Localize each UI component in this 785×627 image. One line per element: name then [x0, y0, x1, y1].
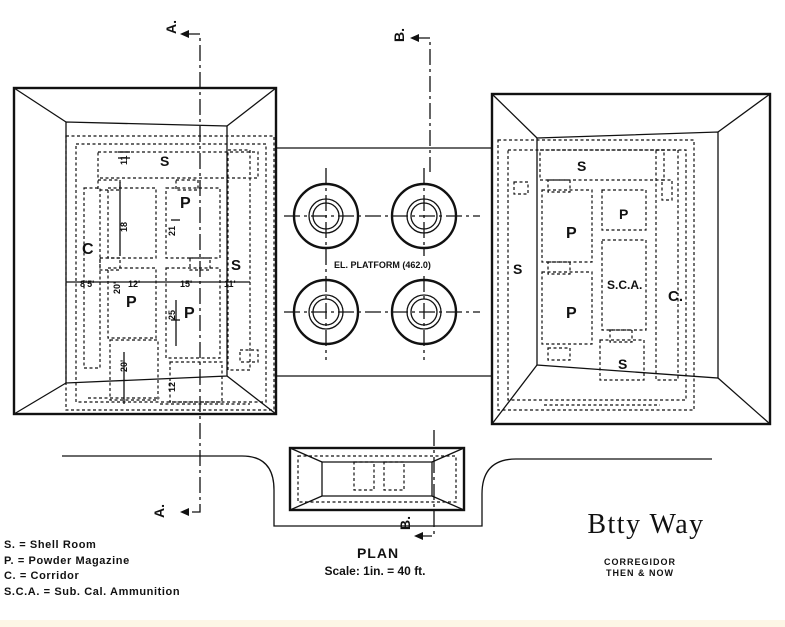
section-line-a — [180, 30, 201, 516]
dim-20: 20' — [112, 282, 122, 294]
legend-item: C. = Corridor — [4, 570, 80, 582]
gun-emplacement-4 — [390, 278, 458, 346]
dim-12b: 12 — [167, 382, 177, 392]
section-line-b — [410, 34, 435, 540]
plan-scale: Scale: 1in. = 40 ft. — [324, 564, 426, 578]
left-shell-room-label-2: S — [231, 257, 241, 274]
legend-item: P. = Powder Magazine — [4, 554, 130, 567]
right-shell-room-label-3: S — [618, 356, 627, 372]
road-and-rear-bunker — [62, 446, 712, 527]
dim-18: 18 — [119, 222, 129, 232]
left-magazine-label-2: P — [126, 294, 137, 311]
right-sca-label: S.C.A. — [607, 278, 642, 292]
section-b-label-top: B. — [391, 28, 407, 42]
legend: S. = Shell Room P. = Powder Magazine C. … — [4, 538, 180, 600]
credit-line-2: THEN & NOW — [606, 568, 674, 578]
dim-20b: 20' — [119, 360, 129, 372]
section-b-label-bottom: B. — [397, 516, 413, 530]
left-bunker — [12, 86, 278, 416]
section-a-label-bottom: A. — [151, 504, 167, 518]
gun-emplacement-1 — [292, 182, 360, 250]
right-magazine-label-3: P — [566, 305, 577, 322]
dim-11a: 11 — [119, 155, 129, 165]
platform-elevation-label: EL. PLATFORM (462.0) — [334, 260, 431, 270]
right-shell-room-label: S — [577, 158, 586, 174]
left-shell-room-label: S — [160, 153, 169, 169]
right-magazine-label-2: P — [619, 206, 628, 222]
section-a-label-top: A. — [163, 20, 179, 34]
bottom-strip — [0, 620, 785, 627]
credit-line-1: CORREGIDOR — [603, 557, 676, 567]
legend-item: S.C.A. = Sub. Cal. Ammunition — [4, 585, 181, 598]
left-magazine-label-3: P — [184, 305, 195, 322]
dim-8-5: 8'5' — [80, 279, 94, 289]
right-magazine-label-1: P — [566, 225, 577, 242]
left-magazine-label-1: P — [180, 195, 191, 212]
left-corridor-label: C — [82, 241, 94, 258]
gun-emplacement-3 — [292, 278, 360, 346]
dim-21: 21 — [167, 226, 177, 236]
plan-title: PLAN — [356, 545, 400, 561]
right-corridor-label: C. — [668, 288, 683, 305]
dim-15: 15' — [180, 279, 192, 289]
dim-11b: 11' — [224, 279, 236, 289]
right-bunker — [490, 92, 772, 426]
battery-name: Btty Way — [587, 509, 705, 540]
legend-item: S. = Shell Room — [4, 539, 97, 551]
dim-25: 25 — [167, 310, 177, 320]
source-credit: CORREGIDOR THEN & NOW — [575, 557, 705, 579]
dim-12: 12' — [128, 279, 140, 289]
gun-emplacement-2 — [390, 182, 458, 250]
right-shell-room-label-2: S — [513, 261, 522, 277]
